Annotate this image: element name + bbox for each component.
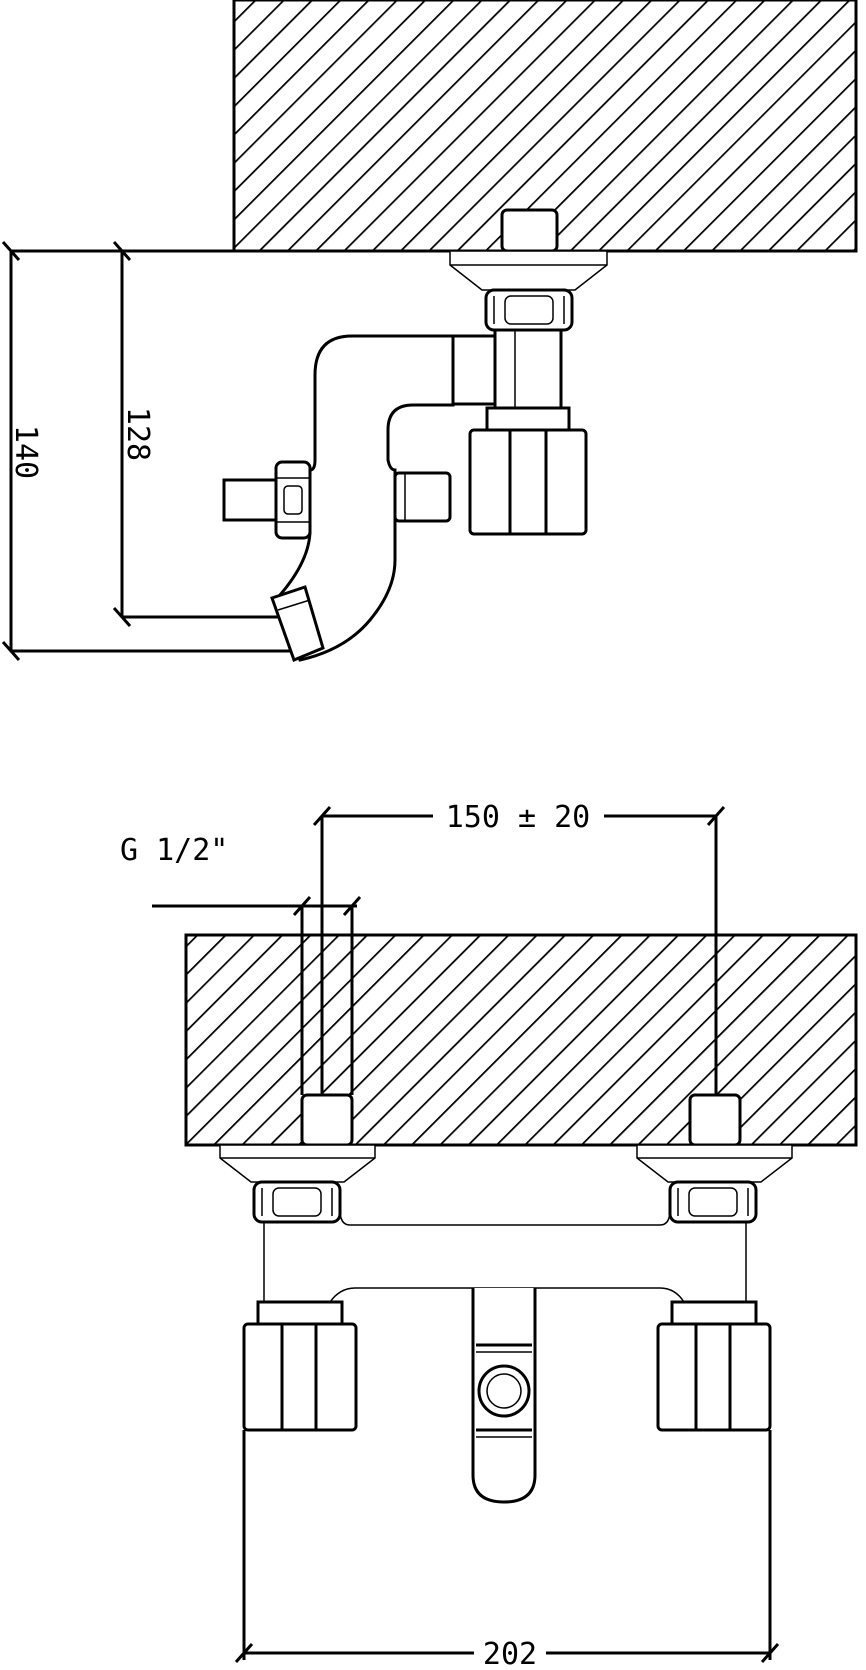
side-outlet-stub xyxy=(451,334,497,406)
side-escutcheon xyxy=(449,250,608,291)
front-left-handle xyxy=(242,1300,358,1432)
side-spout-tip xyxy=(270,585,325,662)
front-right-wall-fitting xyxy=(688,1093,742,1147)
front-right-escutcheon xyxy=(636,1144,793,1183)
front-left-hex-nut xyxy=(252,1180,342,1224)
front-top-bar xyxy=(339,1209,671,1226)
side-left-fitting xyxy=(222,460,312,540)
side-handle xyxy=(468,406,588,536)
front-wall-hatch xyxy=(184,933,858,1147)
dim-140-label: 140 xyxy=(8,425,43,479)
dim-150-label: 150 ± 20 xyxy=(446,800,591,835)
side-spout-pipe xyxy=(278,334,455,662)
front-right-handle xyxy=(656,1300,772,1432)
side-valve-body xyxy=(493,328,563,410)
front-view: 150 ± 20 G 1/2" xyxy=(120,800,858,1670)
dim-150: 150 ± 20 xyxy=(312,800,726,1095)
dim-202-label: 202 xyxy=(483,1637,537,1670)
front-left-wall-fitting xyxy=(300,1093,354,1147)
dim-128: 128 xyxy=(112,241,280,627)
side-wall-fitting xyxy=(500,208,559,253)
dim-202: 202 xyxy=(234,1430,780,1670)
side-inlet-connector xyxy=(393,471,452,523)
side-hex-nut xyxy=(484,288,574,332)
side-view: 140 128 xyxy=(1,0,858,662)
dim-thread: G 1/2" xyxy=(120,833,362,1095)
dim-128-label: 128 xyxy=(120,407,155,461)
front-spout xyxy=(471,1288,537,1504)
dim-thread-label: G 1/2" xyxy=(120,833,228,868)
front-right-hex-nut xyxy=(668,1180,758,1224)
front-left-escutcheon xyxy=(219,1144,376,1183)
